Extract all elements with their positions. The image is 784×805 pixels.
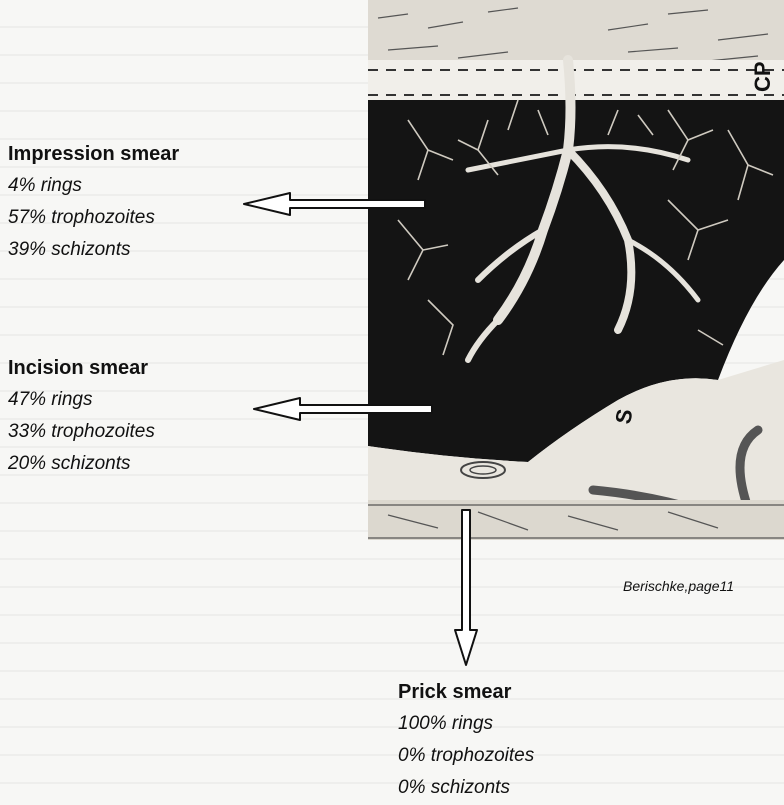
tissue-illustration: CP S: [368, 0, 784, 560]
incision-heading: Incision smear: [8, 352, 155, 384]
figure-credit: Berischke,page11: [623, 578, 734, 594]
incision-rings: 47% rings: [8, 384, 155, 416]
incision-smear-label: Incision smear 47% rings 33% trophozoite…: [8, 352, 155, 480]
prick-rings: 100% rings: [398, 708, 534, 740]
prick-heading: Prick smear: [398, 676, 534, 708]
impression-trophozoites: 57% trophozoites: [8, 202, 179, 234]
impression-heading: Impression smear: [8, 138, 179, 170]
cp-label: CP: [750, 61, 775, 92]
prick-trophozoites: 0% trophozoites: [398, 740, 534, 772]
impression-smear-label: Impression smear 4% rings 57% trophozoit…: [8, 138, 179, 266]
prick-smear-label: Prick smear 100% rings 0% trophozoites 0…: [398, 676, 534, 804]
impression-rings: 4% rings: [8, 170, 179, 202]
impression-schizonts: 39% schizonts: [8, 234, 179, 266]
prick-schizonts: 0% schizonts: [398, 772, 534, 804]
incision-trophozoites: 33% trophozoites: [8, 416, 155, 448]
incision-schizonts: 20% schizonts: [8, 448, 155, 480]
